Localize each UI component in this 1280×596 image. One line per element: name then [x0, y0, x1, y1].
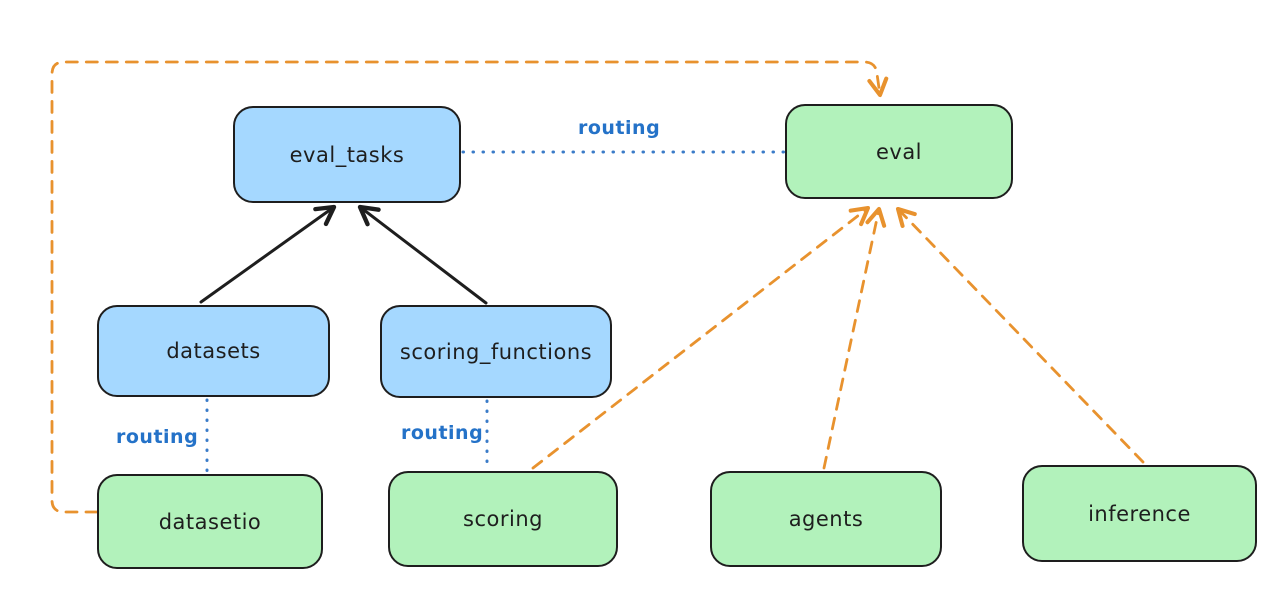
- node-scoring-functions: scoring_functions: [380, 305, 612, 398]
- edge-datasets-to-eval-tasks: [199, 204, 337, 304]
- routing-label-datasets-datasetio: routing: [116, 426, 199, 448]
- edge-agents-to-eval: [822, 206, 887, 470]
- node-datasets: datasets: [97, 305, 330, 397]
- node-eval: eval: [785, 104, 1013, 199]
- edge-inference-to-eval: [895, 206, 1145, 464]
- node-datasetio: datasetio: [97, 474, 323, 569]
- node-eval-label: eval: [875, 139, 923, 164]
- node-scoring: scoring: [388, 471, 618, 567]
- node-inference-label: inference: [1088, 501, 1191, 526]
- node-scoring-label: scoring: [463, 507, 543, 531]
- node-inference: inference: [1022, 465, 1257, 562]
- node-datasets-label: datasets: [166, 339, 261, 363]
- node-agents: agents: [710, 471, 942, 567]
- node-eval-tasks-label: eval_tasks: [289, 142, 405, 167]
- node-agents-label: agents: [788, 507, 864, 531]
- edge-scoring-functions-to-eval-tasks: [357, 204, 488, 305]
- node-datasetio-label: datasetio: [158, 509, 262, 534]
- routing-label-scoring-functions-scoring: routing: [401, 422, 484, 444]
- node-scoring-functions-label: scoring_functions: [399, 339, 593, 364]
- routing-label-eval-tasks-eval: routing: [578, 117, 661, 139]
- node-eval-tasks: eval_tasks: [233, 106, 461, 203]
